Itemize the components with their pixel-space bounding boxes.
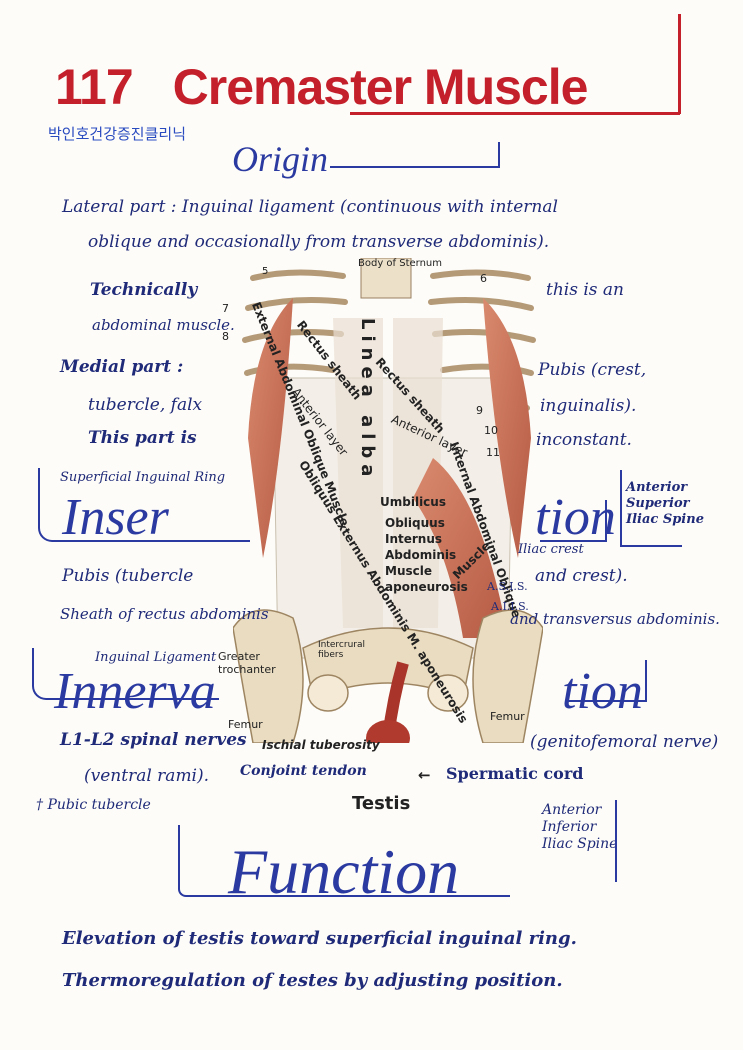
label-testis: Testis: [352, 793, 411, 814]
label-ischial-tuberosity: Ischial tuberosity: [262, 738, 380, 752]
innervation-nerves-line2: (genitofemoral nerve): [530, 732, 719, 752]
origin-heading: Origin: [232, 139, 329, 179]
origin-bracket: [498, 142, 500, 166]
label-intercrural-fibers: Intercrural fibers: [318, 640, 365, 660]
label-body-of-sternum: Body of Sternum: [358, 258, 443, 269]
origin-medial-inguinalis: inguinalis).: [540, 396, 637, 416]
sternum: [360, 258, 412, 299]
label-umbilicus: Umbilicus: [380, 495, 446, 509]
function-line2: Thermoregulation of testes by adjusting …: [62, 970, 563, 991]
title-bracket: [678, 14, 681, 114]
testis-shape: [366, 720, 410, 743]
label-femur-left: Femur: [228, 718, 263, 731]
origin-lateral-line1: Lateral part : Inguinal ligament (contin…: [62, 197, 558, 217]
innervation-heading-right: tion: [562, 663, 643, 720]
function-heading: Function: [228, 836, 460, 907]
innervation-nerves-line1: L1-L2 spinal nerves: [60, 730, 247, 750]
insertion-asis-abbr: A.S.I.S.: [487, 580, 528, 593]
label-femur-right: Femur: [490, 710, 525, 723]
insertion-iliac-crest: Iliac crest: [518, 542, 584, 557]
origin-medial-inconstant: inconstant.: [536, 430, 632, 450]
function-bracket-left: [178, 825, 510, 897]
internal-oblique: [413, 458, 508, 638]
title-underline: [350, 112, 680, 115]
origin-medial-line1: Medial part :: [60, 357, 184, 377]
origin-abdominal-muscle: abdominal muscle.: [92, 316, 235, 334]
external-oblique-left: [248, 298, 293, 558]
function-line1: Elevation of testis toward superficial i…: [62, 928, 577, 949]
insertion-pubis-line2: and crest).: [535, 566, 628, 586]
insertion-heading-left: Inser: [62, 489, 169, 546]
insertion-bracket-left: [38, 468, 250, 542]
function-aiis-bracket: [615, 800, 617, 882]
innervation-nerves-line3: (ventral rami).: [84, 766, 210, 786]
insertion-sheath-line1: Sheath of rectus abdominis: [60, 605, 269, 623]
asis-bracket: [620, 470, 682, 547]
insertion-superficial-ring: Superficial Inguinal Ring: [60, 470, 226, 485]
oblique-right: [483, 298, 531, 558]
label-int-oblique-aponeurosis: Obliquus Internus Abdominis Muscle apone…: [385, 516, 468, 594]
rib-number-6: 6: [480, 272, 487, 285]
rib-number-11: 11: [486, 446, 500, 459]
origin-lateral-line2: oblique and occasionally from transverse…: [88, 232, 550, 252]
rib-number-5: 5: [262, 266, 269, 277]
origin-underline: [330, 166, 500, 168]
label-linea-alba: Linea alba: [357, 318, 378, 483]
origin-technically: Technically: [90, 280, 198, 300]
pelvis: [233, 609, 543, 743]
innervation-bracket-left: [32, 648, 219, 700]
origin-medial-line3: tubercle, falx: [88, 395, 203, 415]
innervation-heading-left: Innerva: [54, 663, 216, 720]
label-spermatic-cord-arrow: ←: [418, 766, 431, 784]
rib-number-9: 9: [476, 404, 483, 417]
insertion-asis: Anterior Superior Iliac Spine: [626, 480, 704, 527]
insertion-sheath-line2: and transversus abdominis.: [510, 610, 720, 628]
origin-medial-pubis: Pubis (crest,: [538, 360, 647, 380]
innervation-bracket-right: [565, 660, 647, 702]
title-number: 117: [55, 59, 134, 115]
rib-number-8: 8: [222, 330, 229, 343]
origin-medial-line5: This part is: [88, 428, 197, 448]
function-aiis: Anterior Inferior Iliac Spine: [542, 802, 618, 852]
title-text: Cremaster Muscle: [172, 59, 589, 115]
insertion-pubis-line1: Pubis (tubercle: [62, 566, 194, 586]
insertion-heading-right: tion: [535, 489, 616, 546]
origin-this-is-an: this is an: [546, 280, 624, 300]
label-spermatic-cord: Spermatic cord: [446, 764, 584, 783]
abdominal-anatomy-illustration: [233, 258, 543, 743]
rib-number-7: 7: [222, 302, 229, 315]
page-title: 117 Cremaster Muscle: [55, 58, 589, 116]
insertion-aiis-abbr: A.I.I.S.: [491, 600, 529, 613]
insertion-bracket-right: [540, 500, 607, 542]
innervation-inguinal-ligament: Inguinal Ligament: [95, 650, 217, 665]
rib-number-10: 10: [484, 424, 498, 437]
label-greater-trochanter: Greater trochanter: [218, 650, 276, 676]
clinic-watermark: 박인호건강증진클리닉: [48, 125, 187, 143]
label-conjoint-tendon: Conjoint tendon: [240, 763, 367, 779]
innervation-pubic-tubercle: † Pubic tubercle: [36, 797, 151, 813]
